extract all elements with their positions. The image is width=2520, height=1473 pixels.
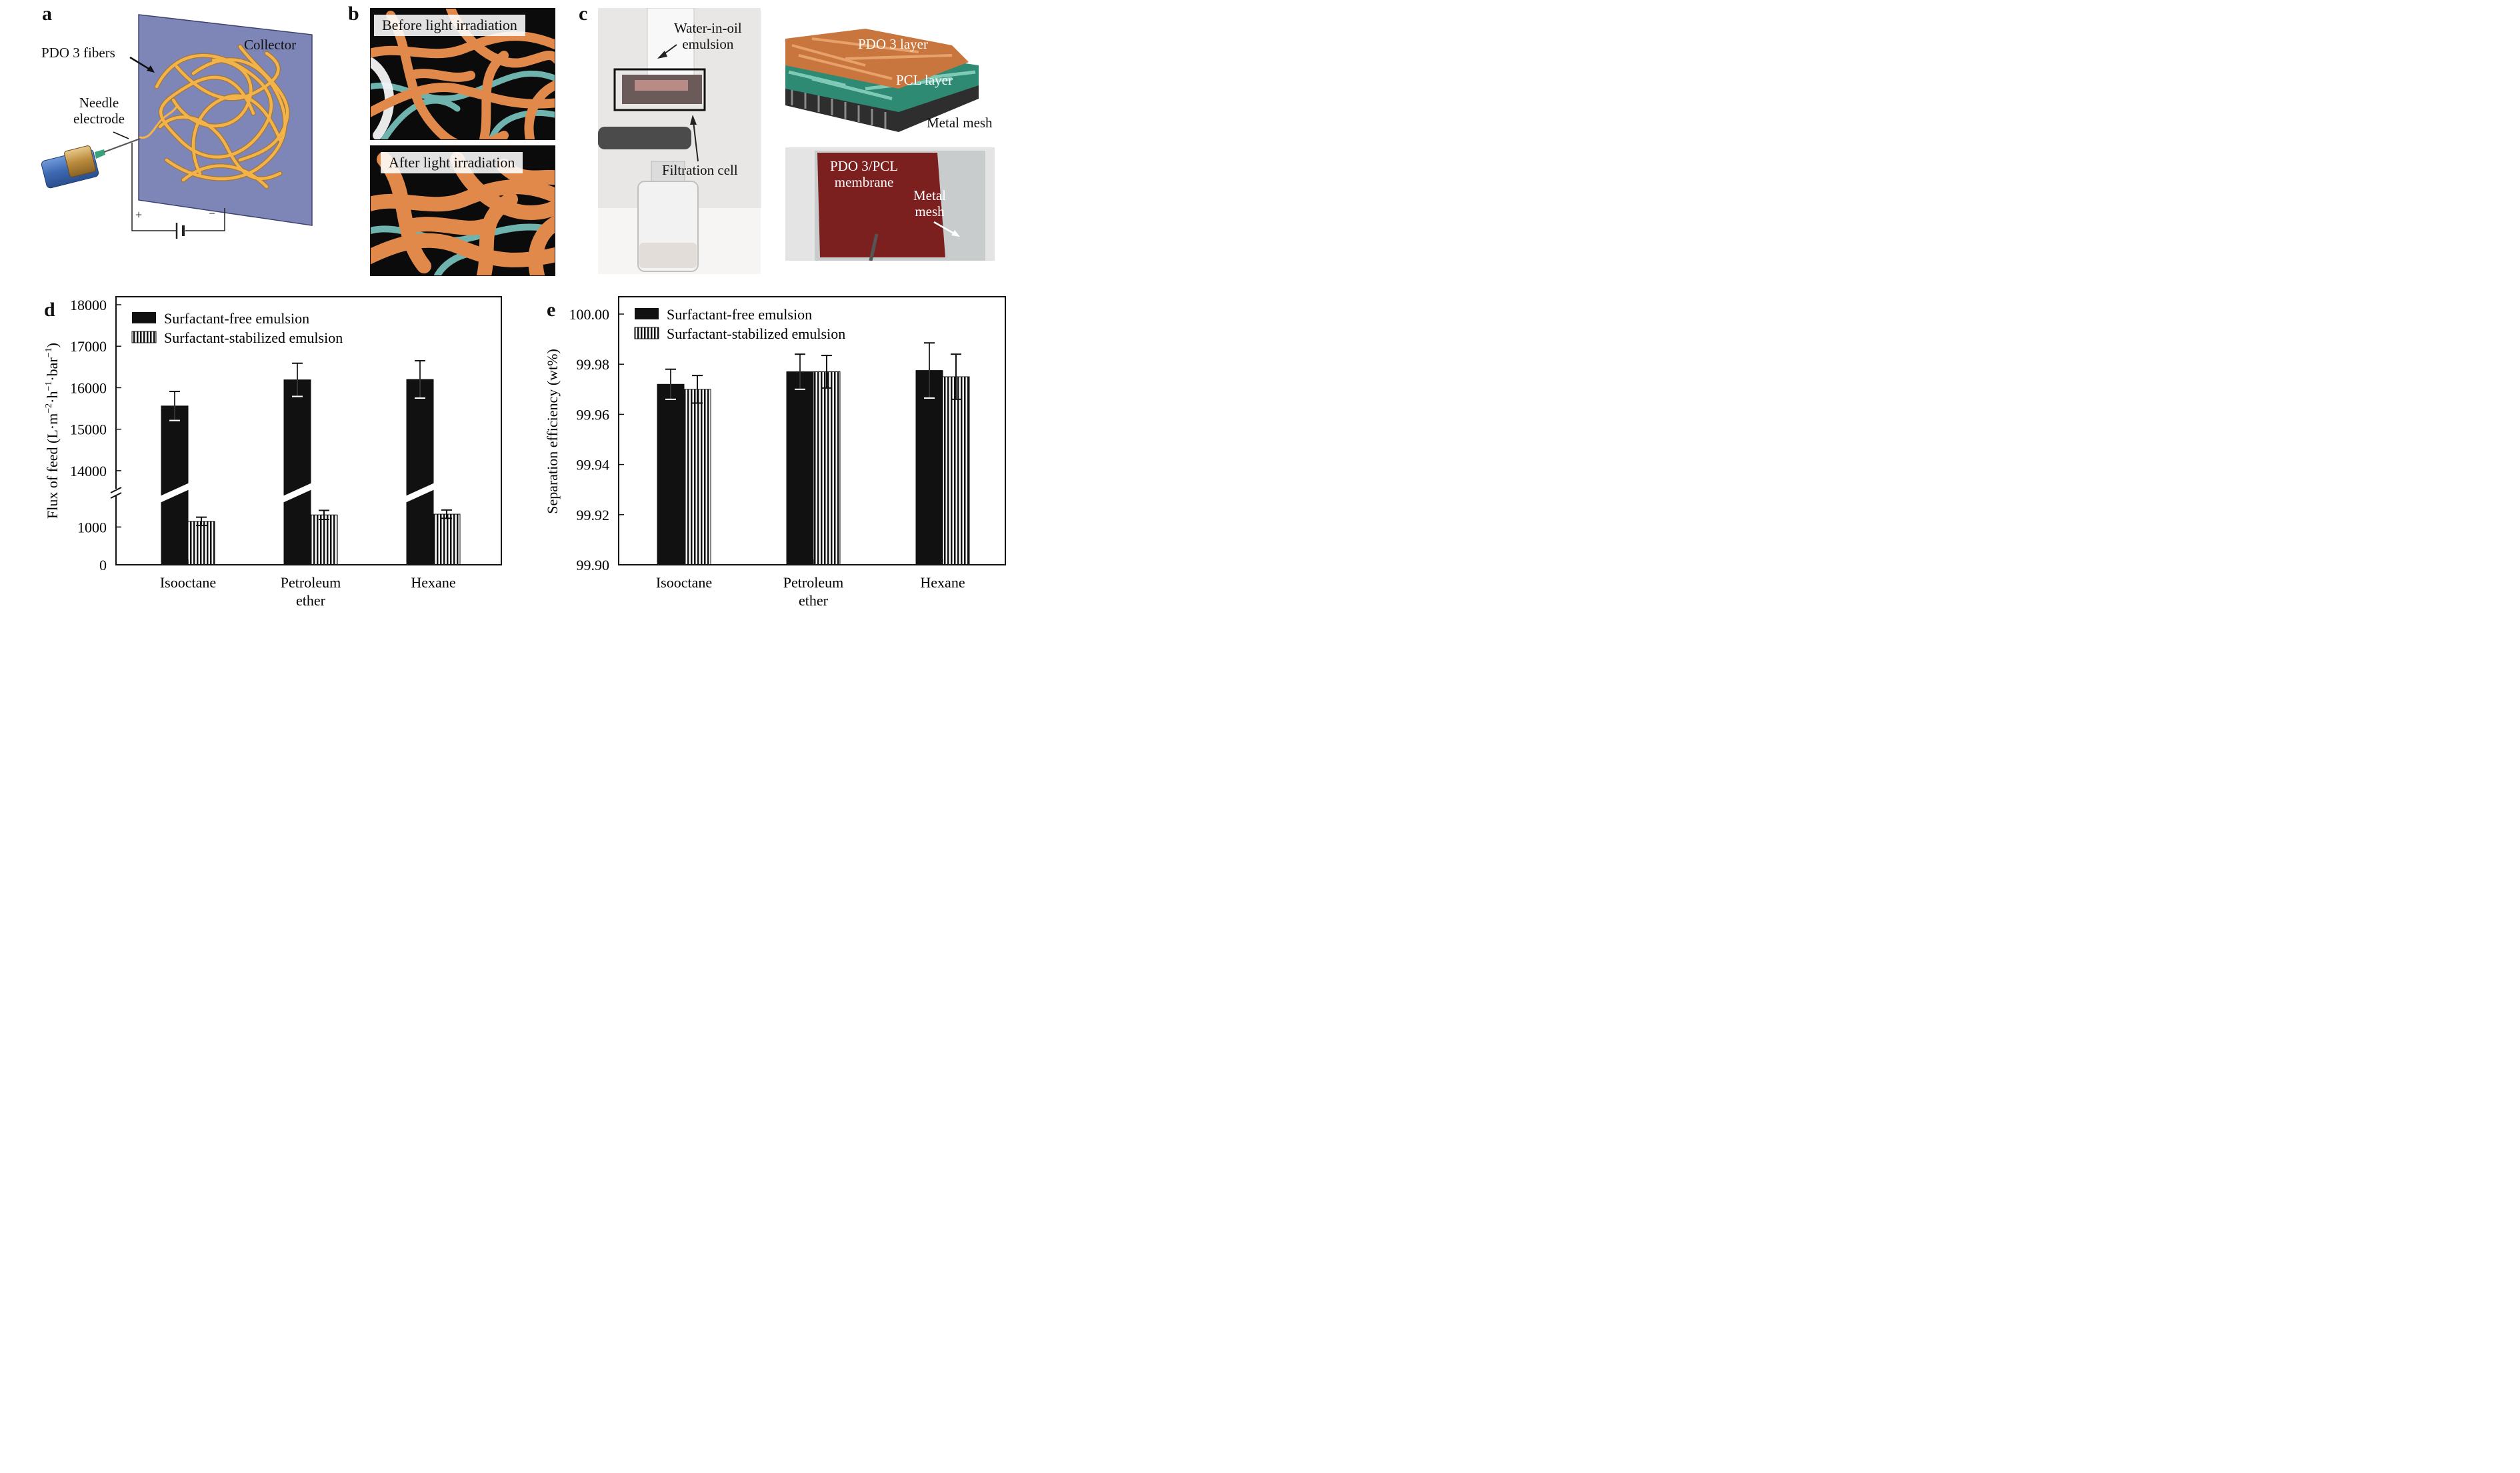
- power-circuit: [131, 143, 225, 239]
- e-bar-surfactant-stabilized: [683, 389, 711, 565]
- flux-bar-chart: 0 1000 14000 15000 16000 17000 18000 Isooctane…: [44, 296, 502, 609]
- e-xtick-label: Hexane: [920, 574, 965, 591]
- emulsion-label: Water-in-oil emulsion: [674, 20, 742, 52]
- d-ytick-label: 0: [99, 557, 107, 573]
- mesh-label-line1: Metal: [913, 187, 946, 203]
- d-xtick-label: Hexane: [411, 574, 455, 591]
- e-bar-surfactant-stabilized: [942, 376, 970, 565]
- e-ytick-label: 100.00: [569, 306, 610, 323]
- e-xtick-label-line2: ether: [799, 592, 829, 609]
- y-axis-label-d: Flux of feed (L·m−2·h−1·bar−1): [44, 343, 61, 519]
- needle-label: Needle electrode: [73, 95, 125, 127]
- e-ytick-label: 99.92: [577, 507, 610, 523]
- plot-frame-d: [115, 296, 502, 565]
- legend-swatch-solid-d: [132, 312, 156, 323]
- e-bar-surfactant-stabilized: [813, 371, 841, 565]
- d-ytick-label: 18000: [70, 297, 107, 313]
- pdo-layer-label: PDO 3 layer: [858, 36, 928, 52]
- layer-structure-image: [785, 25, 979, 132]
- emulsion-label-line1: Water-in-oil: [674, 20, 742, 36]
- fibers-arrow: [129, 56, 153, 72]
- d-bar-break: [405, 483, 435, 503]
- d-bar-surfactant-free: [406, 379, 434, 565]
- d-ytick-label: 16000: [70, 379, 107, 396]
- syringe: [41, 138, 141, 189]
- metal-mesh-label: Metal mesh: [927, 115, 993, 131]
- legend-swatch-solid-e: [635, 308, 659, 319]
- d-xtick-label-line2: ether: [296, 592, 326, 609]
- needle-label-line1: Needle: [79, 95, 119, 111]
- d-xtick-label: Petroleum: [281, 574, 341, 591]
- fiber-mat: [139, 44, 290, 189]
- d-xtick-label: Isooctane: [160, 574, 216, 591]
- legend-text-solid-d: Surfactant-free emulsion: [164, 310, 309, 327]
- separation-efficiency-bar-chart: 99.90 99.92 99.94 99.96 99.98 100.00 Isooctan…: [544, 296, 1006, 609]
- e-bar-surfactant-free: [915, 370, 943, 565]
- d-ytick-label: 1000: [77, 519, 107, 535]
- d-ytick-label: 14000: [70, 463, 107, 479]
- e-ytick-label: 99.96: [577, 406, 610, 423]
- d-bar-break: [283, 483, 312, 503]
- emulsion-label-line2: emulsion: [682, 36, 734, 53]
- legend-text-stripes-d: Surfactant-stabilized emulsion: [164, 329, 343, 346]
- mesh-label: Metal mesh: [913, 187, 946, 219]
- filtration-cell-label: Filtration cell: [662, 162, 738, 178]
- panel-label-e: e: [547, 299, 556, 321]
- d-bar-break: [160, 483, 189, 503]
- e-xtick-label: Petroleum: [783, 574, 843, 591]
- membrane-photo: [785, 147, 995, 261]
- d-bar-surfactant-stabilized: [310, 514, 338, 565]
- collector-plate: [138, 14, 313, 226]
- e-ytick-label: 99.98: [577, 356, 610, 373]
- pcl-layer-label: PCL layer: [896, 72, 953, 88]
- mesh-label-line2: mesh: [915, 203, 945, 220]
- electrospinning-schematic: [41, 14, 313, 239]
- legend-swatch-stripes-d: [131, 331, 157, 343]
- d-bar-surfactant-stabilized: [433, 513, 461, 565]
- plus-sign: +: [135, 208, 143, 221]
- after-irradiation-label: After light irradiation: [381, 152, 523, 173]
- d-ytick-label: 15000: [70, 421, 107, 438]
- legend-e: Surfactant-free emulsion Surfactant-stab…: [634, 306, 845, 342]
- d-bar-surfactant-free: [283, 379, 311, 565]
- y-axis-label-e: Separation efficiency (wt%): [544, 349, 561, 514]
- fibers-label: PDO 3 fibers: [41, 45, 115, 61]
- legend-d: Surfactant-free emulsion Surfactant-stab…: [131, 310, 343, 346]
- membrane-label-line2: membrane: [834, 174, 894, 191]
- e-xtick-label: Isooctane: [656, 574, 712, 591]
- e-bar-surfactant-free: [786, 371, 814, 565]
- plot-frame-e: [618, 296, 1006, 565]
- legend-swatch-stripes-e: [634, 327, 659, 339]
- membrane-label: PDO 3/PCL membrane: [830, 158, 898, 190]
- legend-text-solid-e: Surfactant-free emulsion: [667, 306, 812, 323]
- e-bar-surfactant-free: [657, 383, 685, 565]
- e-ytick-label: 99.90: [577, 557, 610, 573]
- needle-label-line2: electrode: [73, 111, 125, 127]
- panel-label-b: b: [348, 3, 359, 25]
- before-irradiation-label: Before light irradiation: [374, 15, 525, 36]
- collector-label: Collector: [244, 37, 297, 53]
- d-ytick-label: 17000: [70, 338, 107, 355]
- legend-text-stripes-e: Surfactant-stabilized emulsion: [667, 325, 845, 342]
- panel-label-d: d: [44, 299, 55, 321]
- needle-arrow: [113, 131, 129, 139]
- membrane-label-line1: PDO 3/PCL: [830, 158, 899, 174]
- axis-break-d: [110, 487, 122, 499]
- e-ytick-label: 99.94: [577, 457, 610, 473]
- filtration-cell-box: [613, 68, 706, 111]
- filtration-photo: [598, 8, 761, 274]
- panel-label-a: a: [42, 3, 52, 25]
- minus-sign: −: [209, 207, 216, 220]
- d-bar-surfactant-stabilized: [187, 521, 215, 565]
- panel-label-c: c: [579, 3, 588, 25]
